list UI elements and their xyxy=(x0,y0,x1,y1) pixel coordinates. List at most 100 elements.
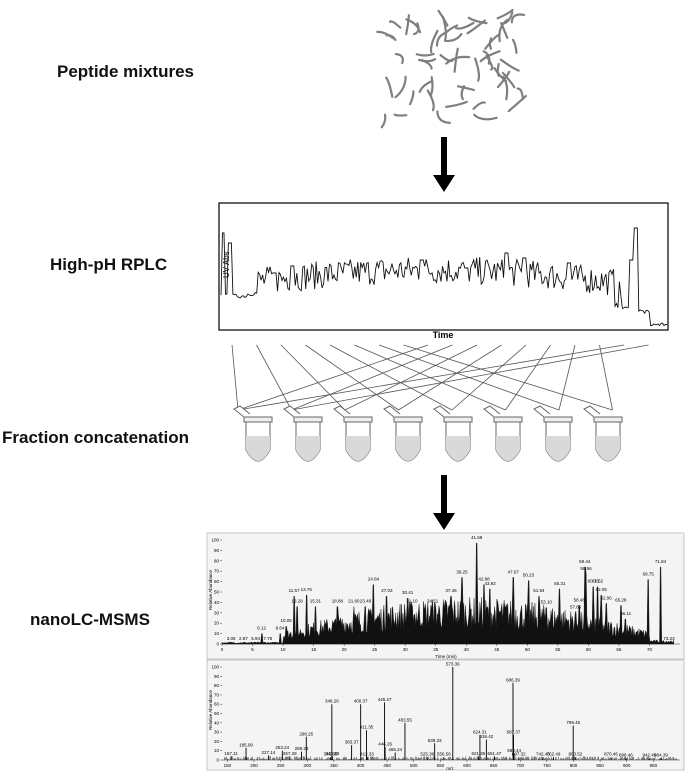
tube-rim xyxy=(293,416,323,423)
peptide-strand xyxy=(418,80,433,93)
y-tick-label: 70 xyxy=(214,692,220,697)
lc-x-axis-label: Time (min) xyxy=(435,654,457,659)
step-fraction-concatenation: Fraction concatenation xyxy=(2,428,190,447)
x-tick-label: 700 xyxy=(516,763,524,768)
x-tick-label: 20 xyxy=(342,647,348,652)
x-tick-label: 850 xyxy=(596,763,604,768)
peptide-strand xyxy=(496,62,500,77)
lc-peak-label: 41.69 xyxy=(471,535,483,540)
lc-peak-label: 27.03 xyxy=(381,588,393,593)
tube-cap xyxy=(433,405,451,418)
ms-noise-peaks xyxy=(224,756,678,760)
x-tick-label: 45 xyxy=(494,647,500,652)
fraction-tube xyxy=(583,405,623,462)
peptide-strand xyxy=(457,85,475,92)
lc-peak-label: 7.78 xyxy=(263,636,272,641)
peptide-strand xyxy=(445,55,471,65)
fraction-tube xyxy=(233,405,273,462)
tube-cap xyxy=(233,405,251,418)
tube-liquid xyxy=(346,436,370,461)
lc-peak-label: 53.10 xyxy=(541,599,553,604)
x-tick-label: 70 xyxy=(647,647,653,652)
rplc-trace-line xyxy=(220,227,668,327)
peptide-strand xyxy=(394,52,404,65)
lc-peak-label: 6.12 xyxy=(257,625,266,630)
y-tick-label: 80 xyxy=(214,558,220,563)
lc-peak-label: 66.11 xyxy=(620,611,631,616)
fraction-tube xyxy=(283,405,323,462)
y-tick-label: 80 xyxy=(214,683,220,688)
fan-line xyxy=(280,344,346,411)
ms-peak-label: 347.28 xyxy=(326,751,340,756)
step-high-ph-rplc: High-pH RPLC xyxy=(50,255,168,274)
peptide-strand xyxy=(405,18,422,34)
lc-peak-label: 2.87 xyxy=(239,636,248,641)
fan-line xyxy=(291,344,649,411)
y-tick-label: 50 xyxy=(214,590,220,595)
fraction-tube xyxy=(333,405,373,462)
x-tick-label: 150 xyxy=(224,763,232,768)
tube-liquid xyxy=(496,436,520,461)
ms-peak-label: 898.46 xyxy=(619,753,633,758)
tube-rim xyxy=(543,416,573,423)
peptide-strand xyxy=(500,22,509,39)
peptide-strand xyxy=(394,75,407,99)
step-peptide-mixtures: Peptide mixtures xyxy=(57,62,194,81)
peptide-strand xyxy=(507,95,527,113)
peptide-strand xyxy=(405,14,410,36)
fan-line xyxy=(505,344,551,411)
ms-peak-label: 412.33 xyxy=(360,752,374,757)
lc-peak-label: 13.28 xyxy=(291,598,303,603)
ms-peak-label: 157.11 xyxy=(224,751,238,756)
peptide-strand xyxy=(496,9,514,20)
lc-peak-label: 47.67 xyxy=(508,569,520,574)
peptide-strand xyxy=(445,100,468,108)
peptide-strand xyxy=(441,15,447,41)
ms-peak-label: 624.31 xyxy=(473,729,487,734)
x-tick-label: 55 xyxy=(555,647,561,652)
fraction-tube xyxy=(383,405,423,462)
tube-rim xyxy=(593,416,623,423)
x-tick-label: 0 xyxy=(221,647,224,652)
ms-peak-label: 525.36 xyxy=(420,752,434,757)
peptide-strand xyxy=(393,113,408,117)
y-tick-label: 40 xyxy=(214,720,220,725)
x-tick-label: 50 xyxy=(525,647,531,652)
lc-peak-label: 69.75 xyxy=(643,571,655,576)
ms-peak-label: 803.52 xyxy=(568,752,582,757)
fan-line xyxy=(305,344,399,411)
x-tick-label: 900 xyxy=(623,763,631,768)
x-tick-label: 40 xyxy=(464,647,470,652)
fan-line xyxy=(344,344,478,411)
tube-liquid xyxy=(396,436,420,461)
x-tick-label: 800 xyxy=(570,763,578,768)
peptide-strand xyxy=(498,18,509,43)
fan-line xyxy=(237,344,429,411)
ms-peak-label: 267.28 xyxy=(283,751,297,756)
peptide-strand xyxy=(389,20,402,29)
lc-peak-label: 51.94 xyxy=(533,588,545,593)
ms-peak-label: 742.46 xyxy=(536,752,550,757)
fan-line xyxy=(231,344,239,411)
fan-line xyxy=(329,344,453,411)
x-tick-label: 65 xyxy=(616,647,622,652)
x-tick-label: 5 xyxy=(251,647,254,652)
tube-rim xyxy=(393,416,423,423)
ms-peak-label: 870.46 xyxy=(604,752,618,757)
lc-peak-label: 3.06 xyxy=(227,636,236,641)
peptide-strand xyxy=(510,13,526,24)
tube-cap xyxy=(533,405,551,418)
peptide-strand xyxy=(436,110,451,124)
fan-line xyxy=(398,344,502,411)
lc-peak-label: 31.10 xyxy=(406,598,418,603)
fan-line xyxy=(237,344,625,411)
ms-peak-label: 687.37 xyxy=(507,729,521,734)
ms-peak-label: 383.37 xyxy=(345,740,359,745)
ms-peak-label: 621.35 xyxy=(471,751,485,756)
fan-line xyxy=(451,344,527,411)
arrow-down-1 xyxy=(433,137,455,192)
lc-peak-label: 65.28 xyxy=(615,597,627,602)
